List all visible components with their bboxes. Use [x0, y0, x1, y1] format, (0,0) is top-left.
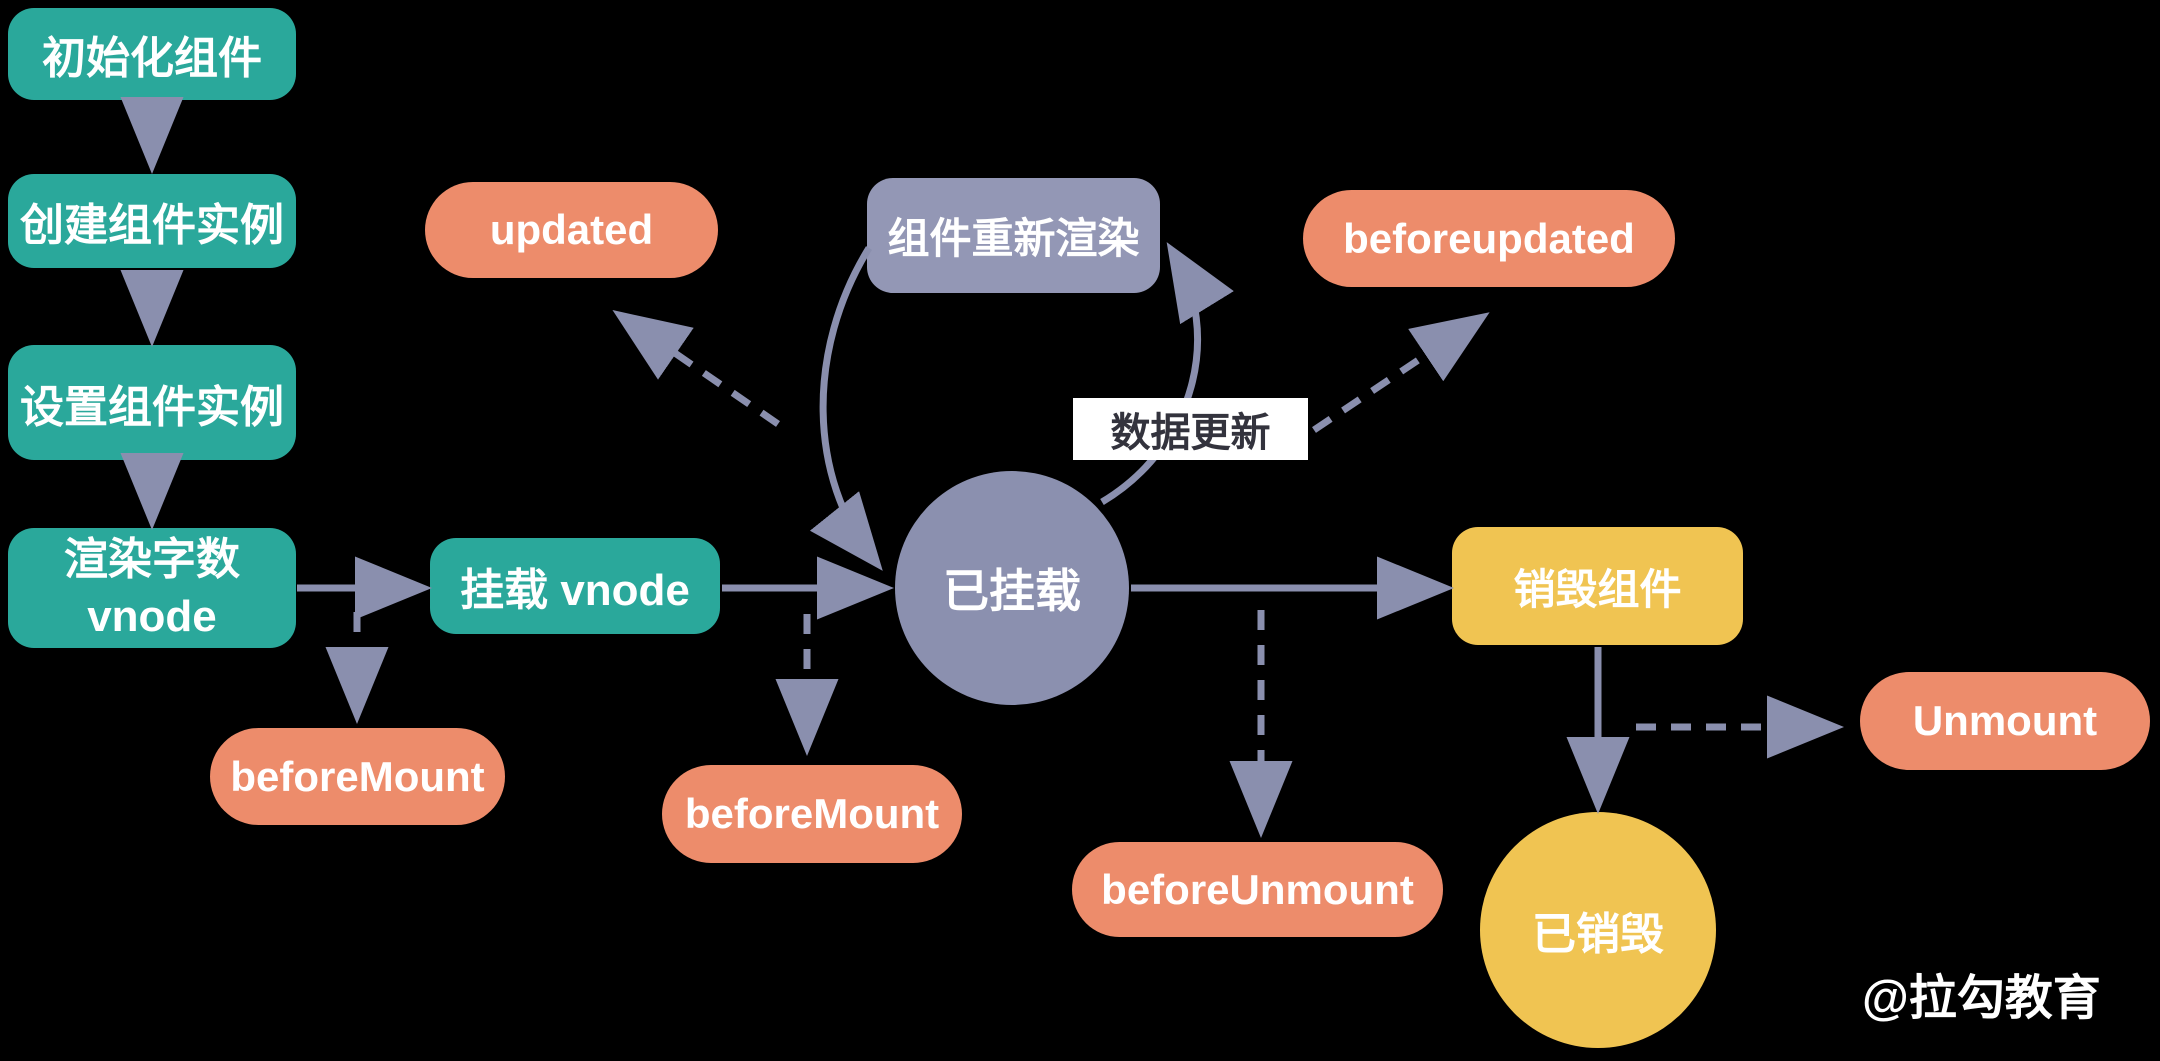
- node-mounted-state: 已挂载: [895, 471, 1129, 705]
- edge-dashed-to-updated: [612, 310, 780, 427]
- edge-dashed-to-beforeupdated: [1312, 312, 1490, 433]
- node-init-component: 初始化组件: [8, 8, 296, 100]
- node-create-instance: 创建组件实例: [8, 174, 296, 268]
- node-beforemount-hook-1: beforeMount: [210, 728, 505, 825]
- edge-rerender-to-mounted-arc: [809, 246, 883, 571]
- node-setup-instance: 设置组件实例: [8, 345, 296, 460]
- node-beforemount-hook-2: beforeMount: [662, 765, 962, 863]
- node-mount-vnode: 挂载 vnode: [430, 538, 720, 634]
- node-destroy-component: 销毁组件: [1452, 527, 1743, 645]
- node-destroyed-state: 已销毁: [1480, 812, 1716, 1048]
- node-beforeupdated-hook: beforeupdated: [1303, 190, 1675, 287]
- node-render-vnode-line2: vnode: [87, 592, 217, 641]
- node-updated-hook: updated: [425, 182, 718, 278]
- label-data-update: 数据更新: [1073, 398, 1308, 460]
- node-render-vnode-line1: 渲染字数: [64, 534, 240, 584]
- node-unmount-hook: Unmount: [1860, 672, 2150, 770]
- watermark-text: @拉勾教育: [1862, 972, 2101, 1025]
- node-beforeunmount-hook: beforeUnmount: [1072, 842, 1443, 937]
- node-render-vnode: 渲染字数 vnode: [8, 528, 296, 648]
- node-component-rerender: 组件重新渲染: [867, 178, 1160, 293]
